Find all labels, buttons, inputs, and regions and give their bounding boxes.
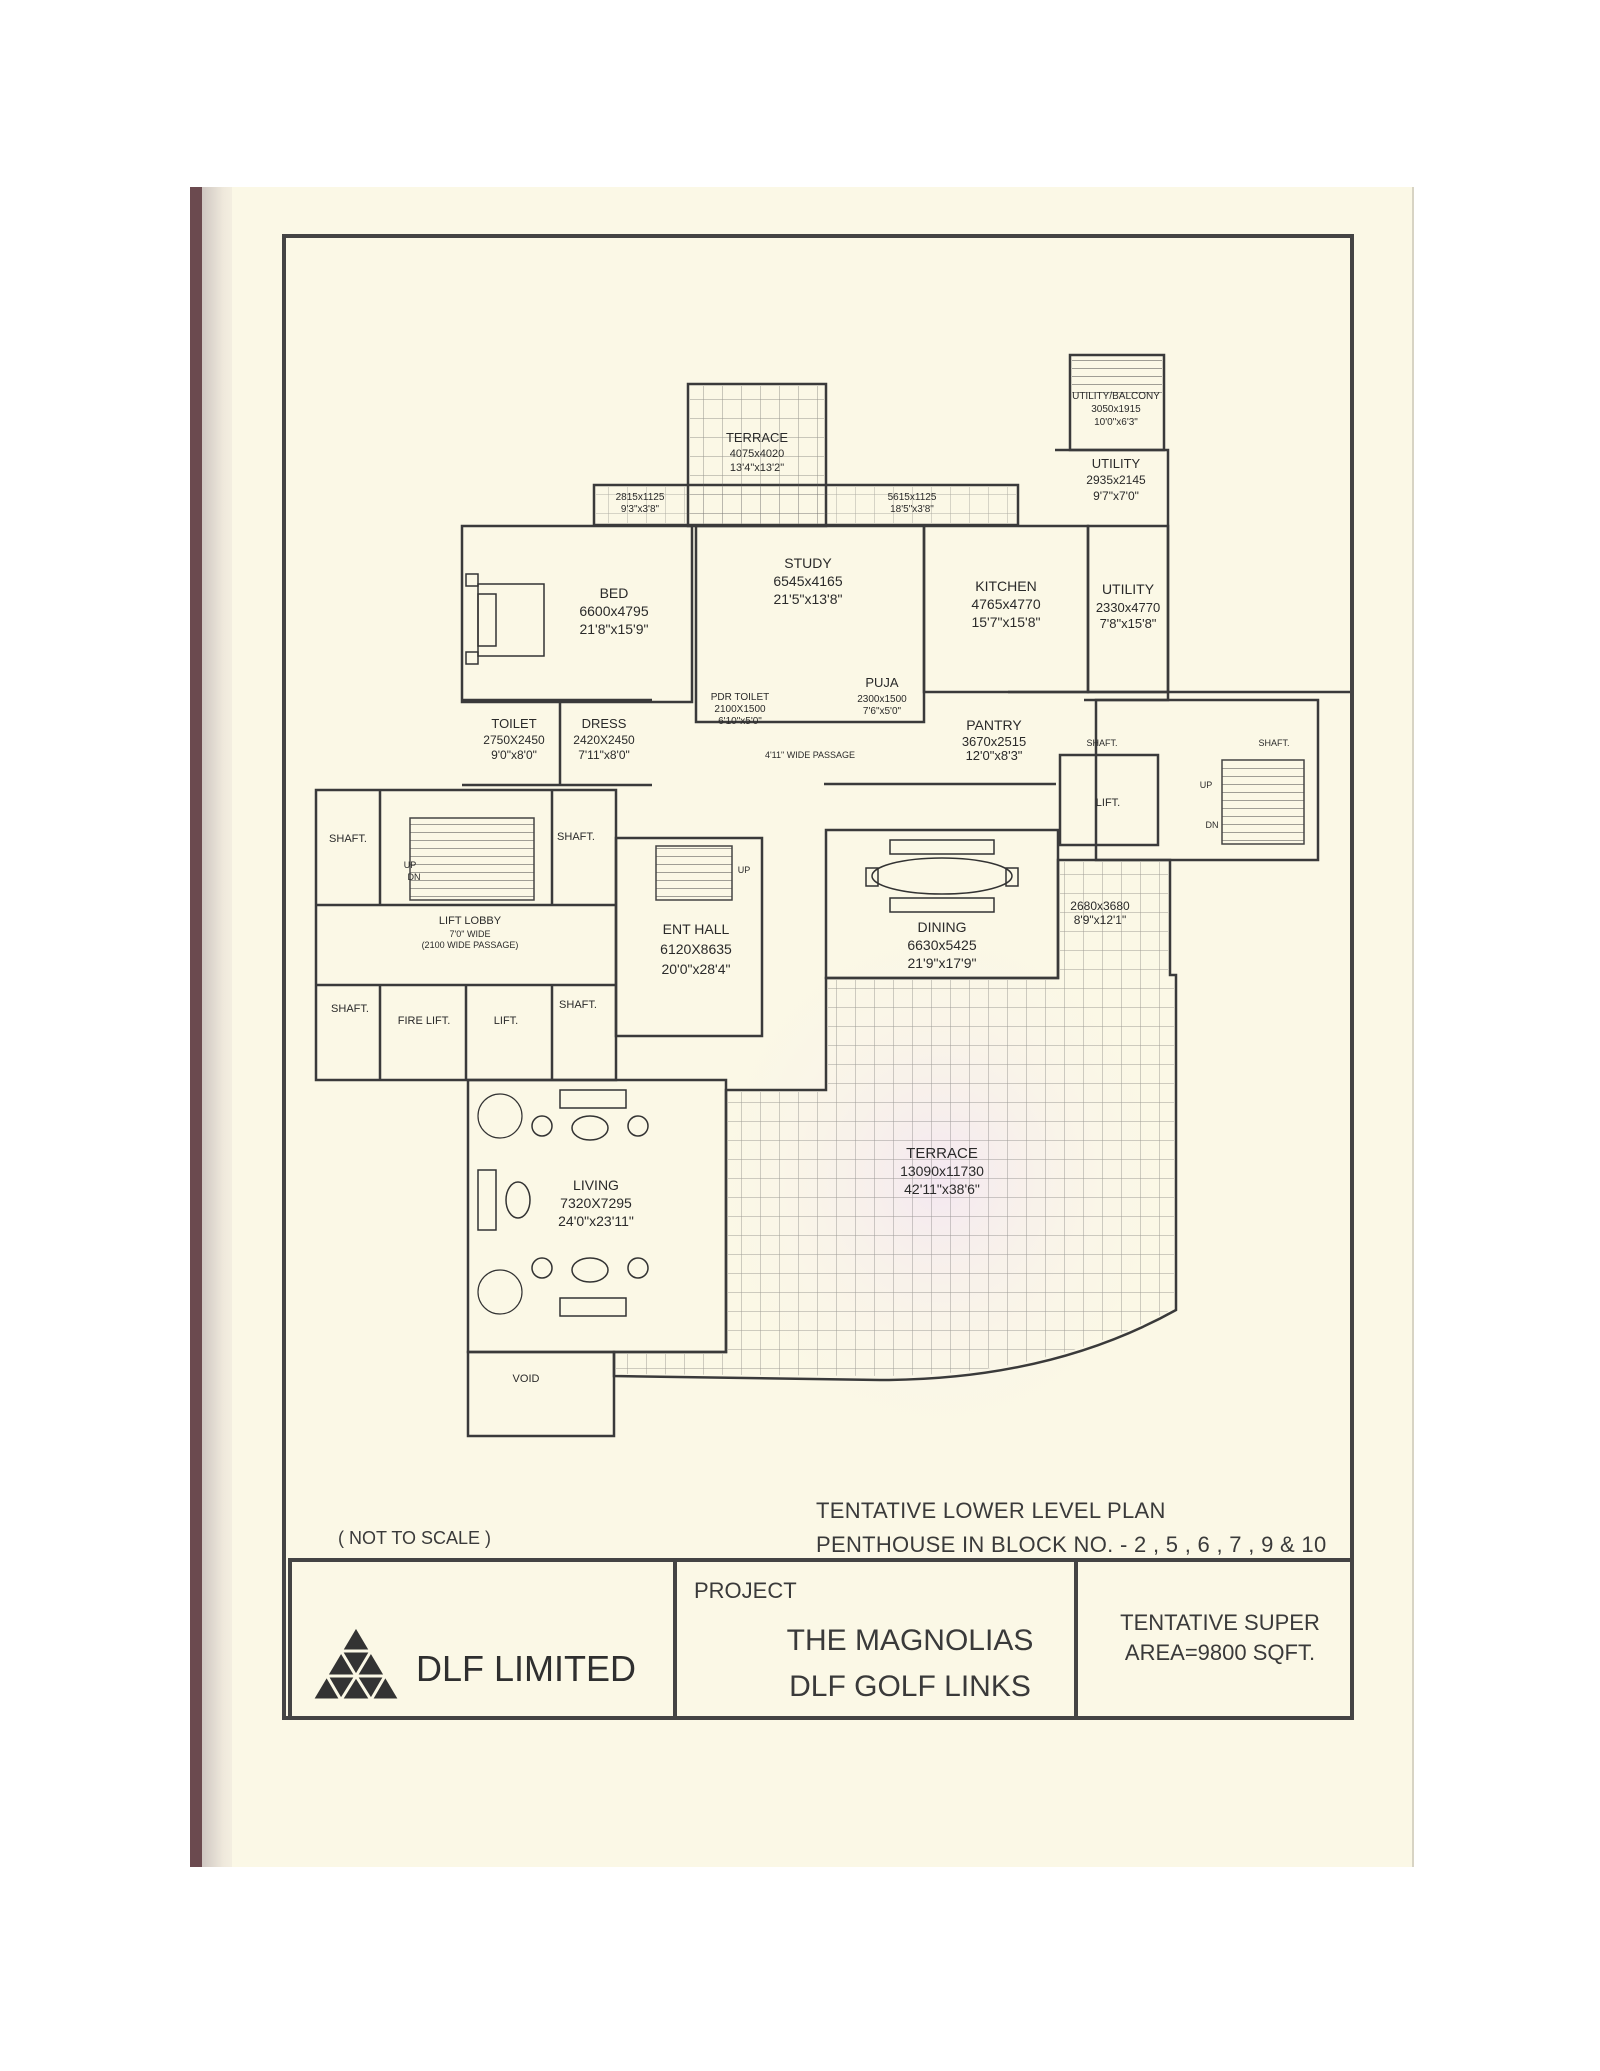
room-size-ft: 10'0"x6'3" bbox=[1094, 417, 1138, 428]
room-name: UTILITY/BALCONY bbox=[1072, 391, 1160, 402]
room-size-mm: 2750X2450 bbox=[483, 733, 545, 747]
room-size-ft: 7'8"x15'8" bbox=[1100, 616, 1157, 631]
stair-down-label: DN bbox=[408, 872, 421, 882]
room-size-mm: 2300x1500 bbox=[857, 694, 907, 705]
plan-title-line1: TENTATIVE LOWER LEVEL PLAN bbox=[816, 1498, 1166, 1523]
lift-label: LIFT. bbox=[1096, 797, 1120, 809]
terrace-tiles bbox=[596, 357, 1174, 1376]
room-size-ft: 12'0"x8'3" bbox=[966, 748, 1023, 763]
page-spine-shadow bbox=[190, 187, 202, 1867]
not-to-scale-note: ( NOT TO SCALE ) bbox=[338, 1528, 492, 1548]
lobby-passage-label: (2100 WIDE PASSAGE) bbox=[422, 940, 519, 950]
room-size-mm: 2935x2145 bbox=[1086, 473, 1146, 487]
company-name: DLF LIMITED bbox=[416, 1648, 637, 1689]
project-name: THE MAGNOLIAS DLF GOLF LINKS bbox=[730, 1618, 1090, 1710]
room-name: DRESS bbox=[582, 716, 627, 731]
stair-treads bbox=[409, 759, 1305, 901]
room-name: STUDY bbox=[784, 555, 832, 571]
bed-icon bbox=[465, 573, 545, 665]
room-size-mm: 6630x5425 bbox=[907, 937, 977, 953]
room-size-ft: 21'8"x15'9" bbox=[579, 621, 648, 637]
room-size-mm: 3670x2515 bbox=[962, 734, 1026, 749]
strip-size-ft: 18'5"x3'8" bbox=[890, 504, 934, 515]
room-name: PDR TOILET bbox=[711, 692, 770, 703]
room-size-ft: 21'9"x17'9" bbox=[907, 955, 976, 971]
super-area: TENTATIVE SUPER AREA=9800 SQFT. bbox=[1080, 1608, 1360, 1668]
room-size-mm: 2330x4770 bbox=[1096, 600, 1160, 615]
strip-size-mm: 5615x1125 bbox=[888, 492, 937, 503]
room-size-mm: 7320X7295 bbox=[560, 1195, 632, 1211]
room-size-ft: 20'0"x28'4" bbox=[661, 961, 730, 977]
room-size-ft: 24'0"x23'11" bbox=[558, 1213, 634, 1229]
shaft-label: SHAFT. bbox=[1086, 738, 1117, 748]
room-size-ft: 42'11"x38'6" bbox=[904, 1181, 980, 1197]
room-size-ft: 9'0"x8'0" bbox=[491, 748, 537, 762]
project-label: PROJECT bbox=[694, 1578, 797, 1603]
passage-label: 4'11" WIDE PASSAGE bbox=[765, 750, 855, 760]
room-name: TOILET bbox=[491, 716, 536, 731]
room-name: BED bbox=[600, 585, 629, 601]
room-size-mm: 6120X8635 bbox=[660, 941, 732, 957]
room-size-ft: 7'11"x8'0" bbox=[578, 748, 630, 762]
room-size-mm: 6545x4165 bbox=[773, 573, 843, 589]
shaft-label: SHAFT. bbox=[1258, 738, 1289, 748]
room-name: UTILITY bbox=[1102, 581, 1155, 597]
corner-size-ft: 8'9"x12'1" bbox=[1074, 913, 1126, 927]
dining-table-icon bbox=[865, 839, 1019, 913]
shaft-label: SHAFT. bbox=[557, 831, 595, 843]
room-size-mm: 13090x11730 bbox=[900, 1163, 984, 1179]
living-furniture-icons bbox=[477, 1089, 649, 1317]
lobby-width-label: 7'0" WIDE bbox=[450, 929, 491, 939]
plan-title-line2: PENTHOUSE IN BLOCK NO. - 2 , 5 , 6 , 7 ,… bbox=[816, 1532, 1327, 1557]
stair-up-label: UP bbox=[404, 860, 417, 870]
room-size-mm: 3050x1915 bbox=[1091, 404, 1141, 415]
lift-lobby-label: LIFT LOBBY bbox=[439, 915, 502, 927]
room-name: PANTRY bbox=[966, 717, 1022, 733]
stair-up-label: UP bbox=[1200, 780, 1213, 790]
room-size-mm: 4765x4770 bbox=[971, 596, 1041, 612]
stair-up-label: UP bbox=[738, 865, 751, 875]
room-size-ft: 9'7"x7'0" bbox=[1093, 489, 1139, 503]
room-name: TERRACE bbox=[906, 1145, 978, 1162]
project-name-line2: DLF GOLF LINKS bbox=[789, 1670, 1031, 1703]
room-size-mm: 4075x4020 bbox=[730, 448, 784, 460]
super-area-line2: AREA=9800 SQFT. bbox=[1124, 1640, 1316, 1665]
fire-lift-label: FIRE LIFT. bbox=[398, 1015, 451, 1027]
room-name: LIVING bbox=[573, 1177, 619, 1193]
plan-title: TENTATIVE LOWER LEVEL PLAN PENTHOUSE IN … bbox=[816, 1494, 1327, 1562]
room-name: ENT HALL bbox=[663, 921, 730, 937]
room-size-ft: 7'6"x5'0" bbox=[863, 706, 902, 717]
room-size-ft: 21'5"x13'8" bbox=[773, 591, 842, 607]
shaft-label: SHAFT. bbox=[559, 999, 597, 1011]
room-name: DINING bbox=[918, 919, 967, 935]
room-name: TERRACE bbox=[726, 430, 788, 445]
room-size-ft: 6'10"x5'0" bbox=[718, 716, 762, 727]
lift-label: LIFT. bbox=[494, 1015, 518, 1027]
shaft-label: SHAFT. bbox=[331, 1003, 369, 1015]
project-name-line1: THE MAGNOLIAS bbox=[786, 1624, 1034, 1657]
strip-size-ft: 9'3"x3'8" bbox=[621, 504, 660, 515]
room-name: KITCHEN bbox=[975, 578, 1036, 594]
room-name: PUJA bbox=[865, 675, 899, 690]
stair-down-label: DN bbox=[1206, 820, 1219, 830]
title-block bbox=[288, 1558, 1354, 1720]
strip-size-mm: 2815x1125 bbox=[616, 492, 665, 503]
room-name: UTILITY bbox=[1092, 456, 1141, 471]
room-size-mm: 2100X1500 bbox=[714, 704, 766, 715]
shaft-label: SHAFT. bbox=[329, 833, 367, 845]
plant-icon bbox=[477, 1093, 523, 1315]
room-size-mm: 6600x4795 bbox=[579, 603, 649, 619]
super-area-line1: TENTATIVE SUPER bbox=[1120, 1610, 1320, 1635]
room-size-ft: 13'4"x13'2" bbox=[730, 462, 784, 474]
corner-size-mm: 2680x3680 bbox=[1070, 899, 1130, 913]
dlf-logo-icon bbox=[309, 1623, 403, 1702]
void-label: VOID bbox=[513, 1373, 540, 1385]
room-size-mm: 2420X2450 bbox=[573, 733, 635, 747]
room-size-ft: 15'7"x15'8" bbox=[971, 614, 1040, 630]
